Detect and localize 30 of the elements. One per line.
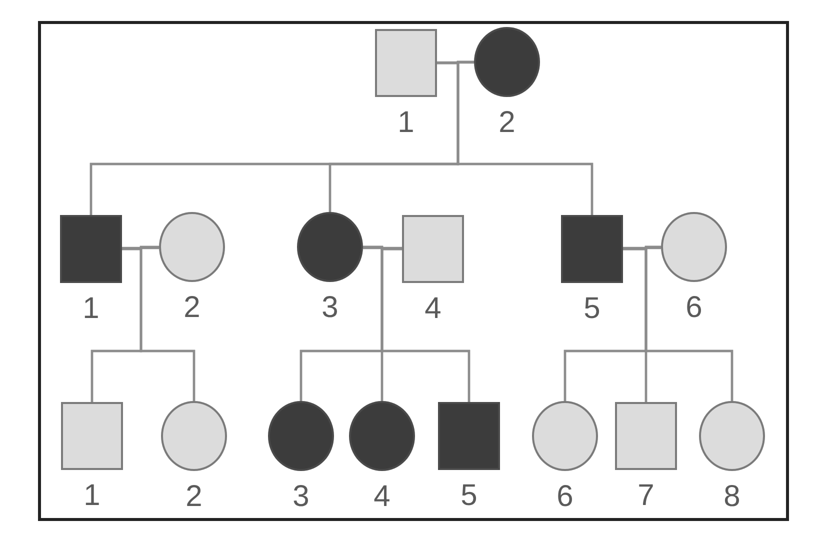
descent-line (140, 246, 196, 401)
individual-number: 3 (322, 293, 338, 323)
marriage-line (363, 246, 402, 250)
individual-number: 3 (292, 482, 310, 512)
square-symbol (438, 402, 500, 470)
descent-line (380, 248, 470, 402)
square-symbol (375, 29, 437, 97)
individual-number: 6 (556, 482, 574, 512)
square-symbol (615, 402, 677, 470)
individual-number: 7 (638, 481, 654, 511)
square-symbol (61, 402, 123, 470)
square-symbol (561, 215, 623, 283)
square-symbol (60, 215, 122, 283)
marriage-line (623, 246, 661, 250)
square-symbol (402, 215, 464, 283)
individual-number: 2 (186, 482, 202, 512)
marriage-line (122, 246, 159, 250)
individual-number: 2 (184, 293, 200, 323)
descent-line (644, 246, 734, 401)
individual-number: 1 (84, 481, 100, 511)
individual-number: 1 (82, 294, 100, 324)
individual-number: 1 (398, 108, 414, 138)
marriage-line (437, 61, 474, 64)
individual-number: 5 (460, 481, 478, 511)
individual-number: 5 (584, 294, 600, 324)
individual-number: 2 (498, 108, 516, 138)
individual-number: 6 (686, 293, 702, 323)
individual-number: 4 (424, 294, 442, 324)
individual-number: 8 (724, 482, 740, 512)
individual-number: 4 (374, 482, 390, 512)
